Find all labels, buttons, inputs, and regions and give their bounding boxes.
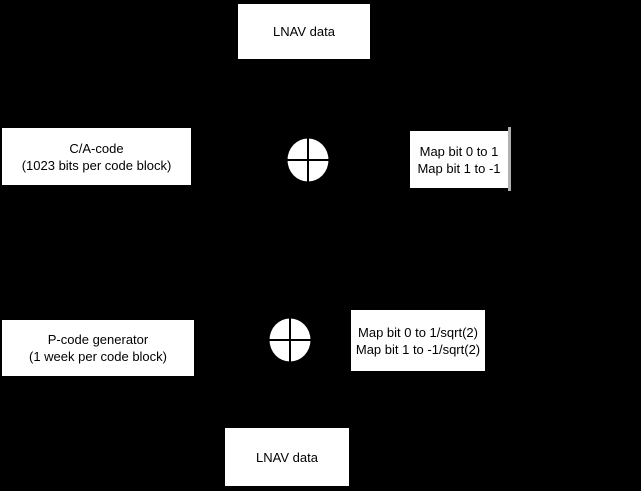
lnav-data-bottom-box: LNAV data	[225, 428, 349, 486]
ca-code-label-line1: C/A-code	[69, 140, 124, 156]
map-upper-label-line2: Map bit 1 to -1	[417, 160, 501, 176]
lnav-data-bottom-label: LNAV data	[256, 449, 318, 465]
map-upper-label-line1: Map bit 0 to 1	[419, 143, 499, 159]
lnav-data-top-box: LNAV data	[238, 4, 370, 59]
modulo2-adder-lower-icon	[269, 318, 311, 362]
map-bits-upper-box: Map bit 0 to 1 Map bit 1 to -1	[410, 131, 508, 188]
modulo2-adder-upper-icon	[287, 138, 329, 182]
p-code-label-line2: (1 week per code block)	[28, 349, 167, 364]
map-lower-label-line1: Map bit 0 to 1/sqrt(2)	[358, 324, 478, 340]
p-code-label-line1: P-code generator	[47, 332, 149, 347]
box-shadow-edge	[508, 127, 511, 191]
map-bits-lower-box: Map bit 0 to 1/sqrt(2) Map bit 1 to -1/s…	[351, 310, 485, 371]
p-code-generator-box: P-code generator (1 week per code block)	[2, 320, 194, 376]
ca-code-label-line2: (1023 bits per code block)	[21, 157, 172, 173]
ca-code-box: C/A-code (1023 bits per code block)	[2, 128, 191, 185]
map-lower-label-line2: Map bit 1 to -1/sqrt(2)	[355, 341, 481, 357]
lnav-data-top-label: LNAV data	[273, 24, 335, 39]
